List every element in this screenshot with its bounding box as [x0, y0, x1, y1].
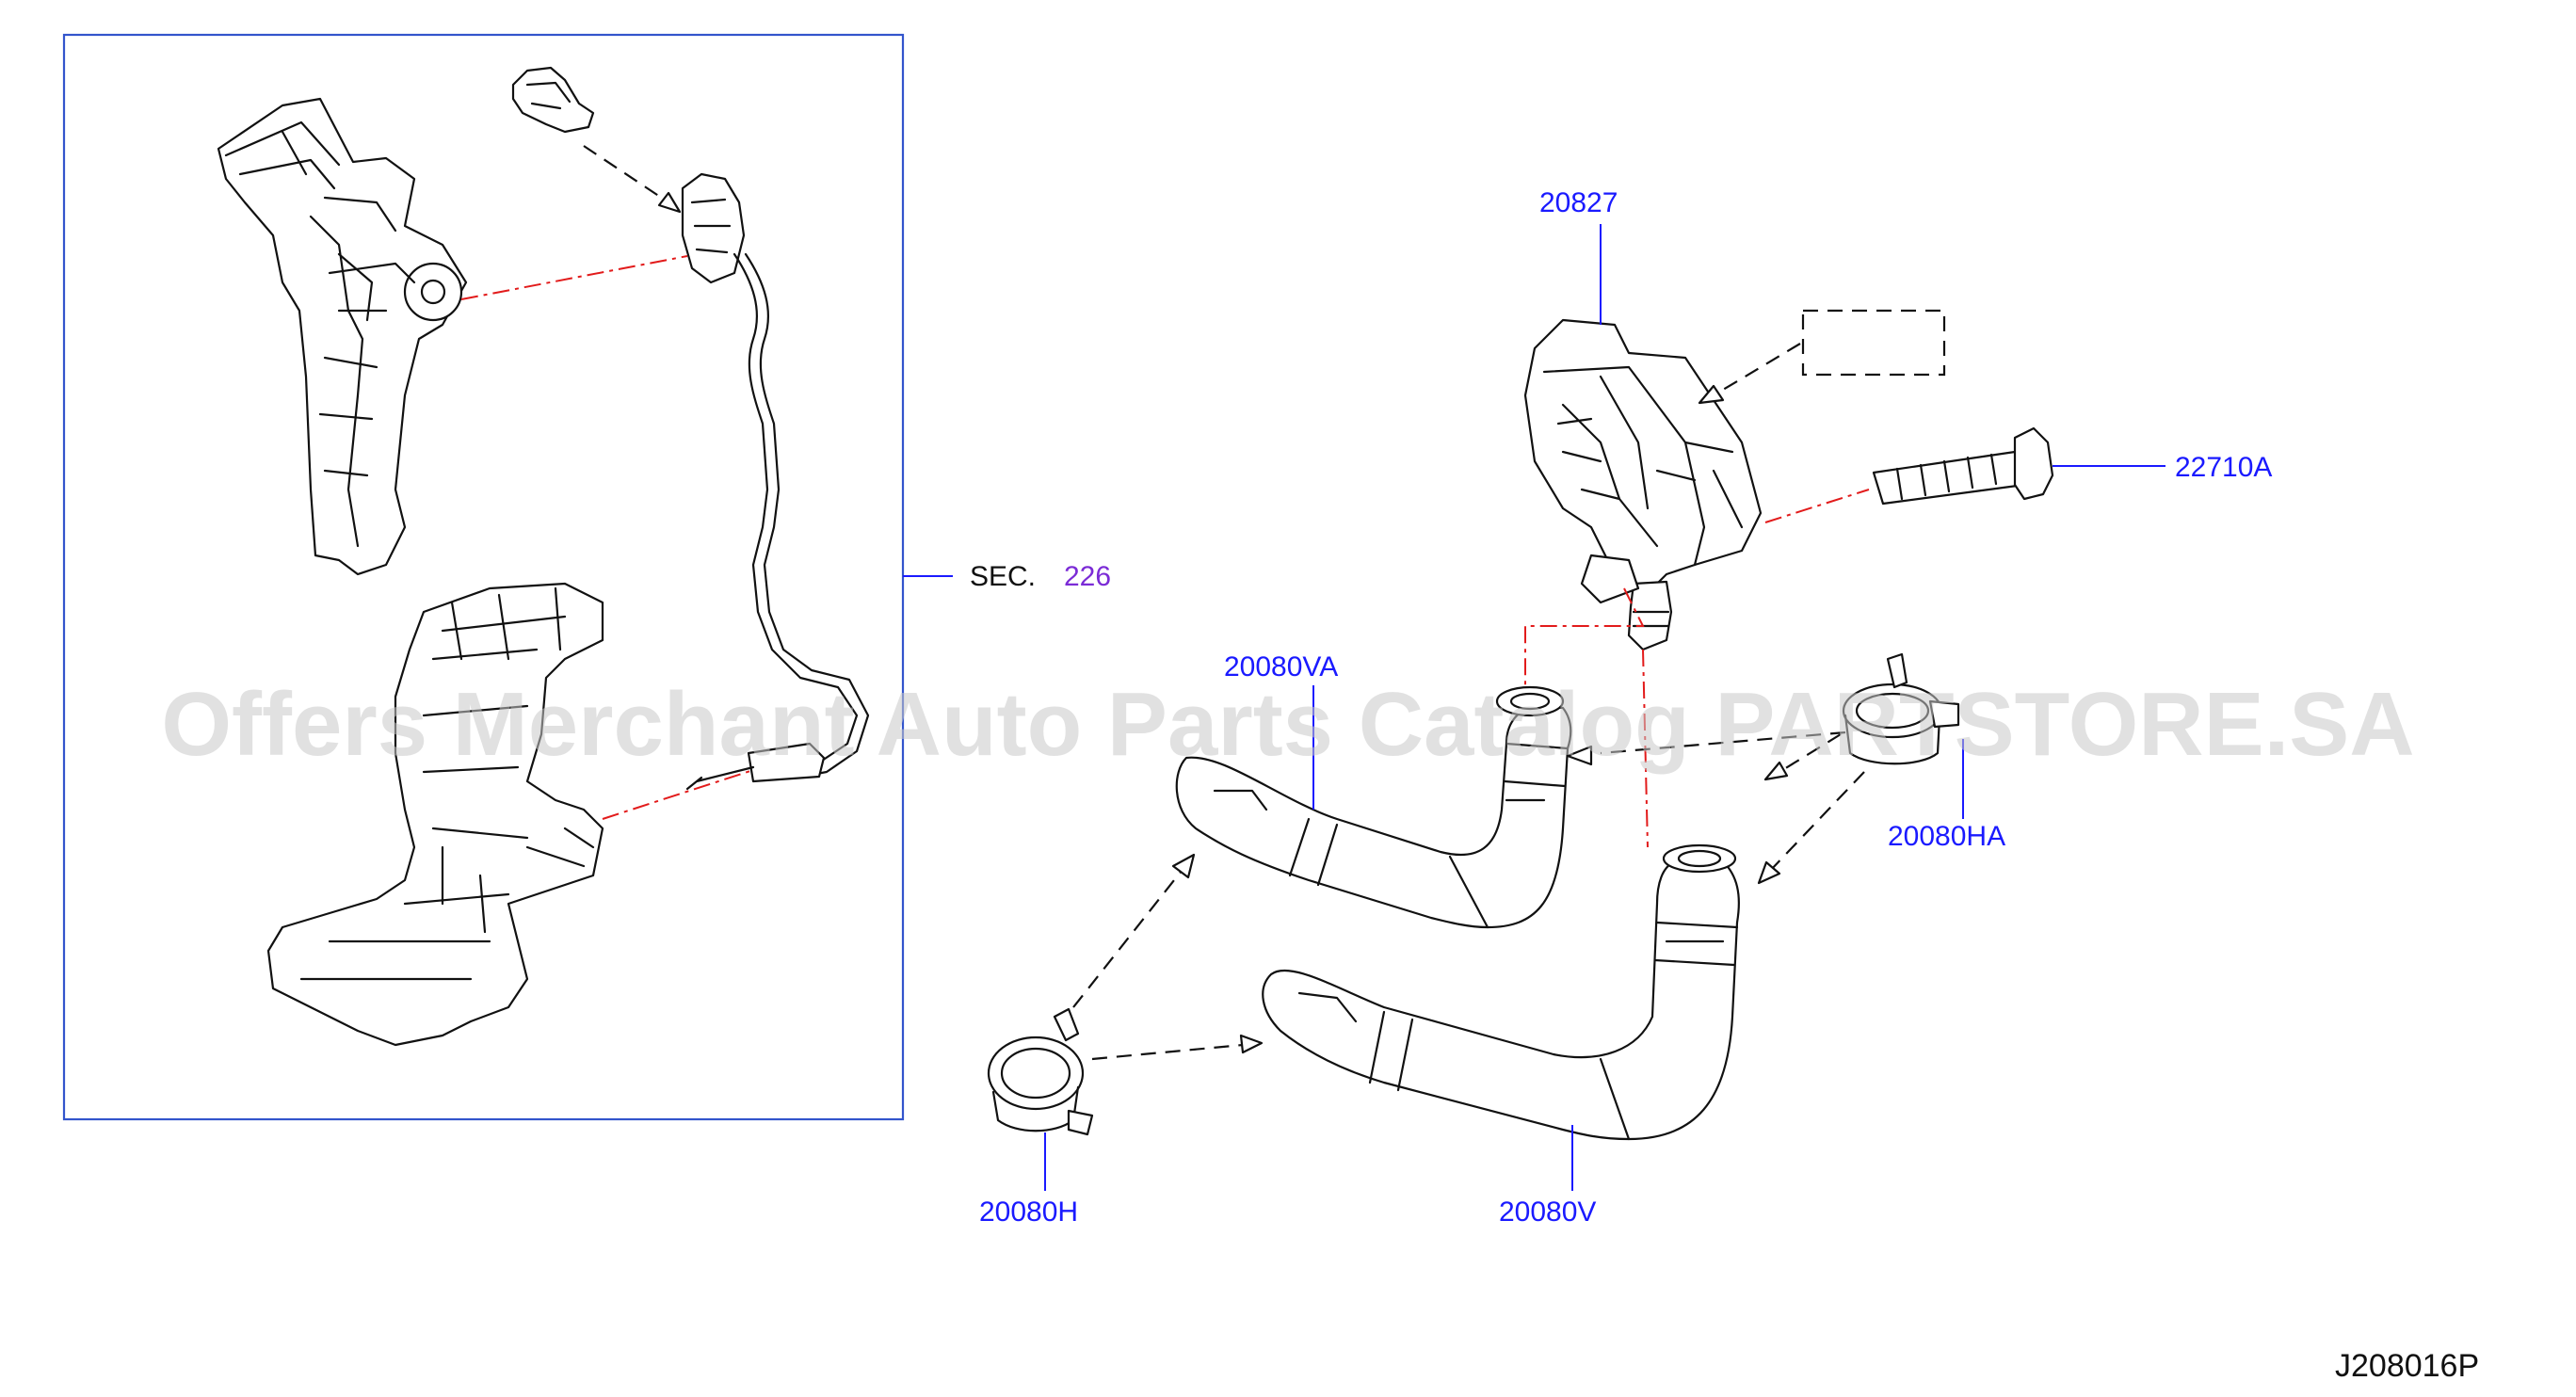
part-label-20080h[interactable]: 20080H: [979, 1196, 1078, 1228]
clamp-h-arrow-upper: [1072, 870, 1183, 1008]
clamp-h-arrowhead-lower: [1239, 1034, 1264, 1054]
hose-clamp-arrowhead: [1566, 745, 1593, 766]
part-20827-drawing: [1523, 318, 1763, 651]
part-label-22710a[interactable]: 22710A: [2175, 452, 2272, 483]
section-prefix: SEC.: [970, 561, 1036, 592]
diagram-code: J208016P: [2335, 1348, 2479, 1384]
reference-box: [1801, 309, 1946, 377]
part-label-20080v[interactable]: 20080V: [1499, 1196, 1596, 1228]
clamp-ha-arrow: [1779, 733, 1842, 773]
part-20080v-drawing: [1262, 843, 1740, 1141]
plug-to-sensor-arrowhead: [657, 191, 682, 214]
clamp-h-arrow-lower: [1091, 1043, 1244, 1061]
clamp-ha-arrow-lower: [1769, 771, 1865, 872]
reference-box-arrow: [1713, 343, 1801, 396]
reference-box-arrowhead: [1698, 384, 1725, 405]
bolt-phantom-line: [1764, 489, 1870, 523]
part-label-20827[interactable]: 20827: [1539, 187, 1618, 218]
lower-assembly-drawing: [266, 582, 604, 1047]
hose-clamp-arrow: [1600, 731, 1846, 755]
clamp-ha-arrowhead-lower: [1757, 860, 1781, 885]
pedal-sensor-harness-drawing: [681, 172, 870, 791]
part-22710a-drawing: [1872, 426, 2054, 506]
clamp-h-arrowhead-upper: [1171, 853, 1196, 879]
watermark-text: Offers Merchant Auto Parts Catalog PARTS…: [161, 674, 2414, 775]
clamp-ha-arrowhead: [1763, 761, 1789, 781]
part-20080va-drawing: [1175, 685, 1572, 929]
part-20080h-drawing: [987, 1007, 1094, 1136]
bracket-phantom-line: [460, 255, 688, 300]
plug-to-sensor-arrow: [583, 145, 669, 203]
connector-plug-drawing: [511, 66, 595, 134]
part-label-20080ha[interactable]: 20080HA: [1888, 821, 2005, 852]
part-label-20080va[interactable]: 20080VA: [1224, 651, 1338, 682]
assembly-phantom-line: [602, 769, 754, 820]
part-20080ha-drawing: [1842, 652, 1960, 765]
pedal-bracket-drawing: [217, 97, 468, 576]
section-number[interactable]: 226: [1064, 561, 1111, 592]
